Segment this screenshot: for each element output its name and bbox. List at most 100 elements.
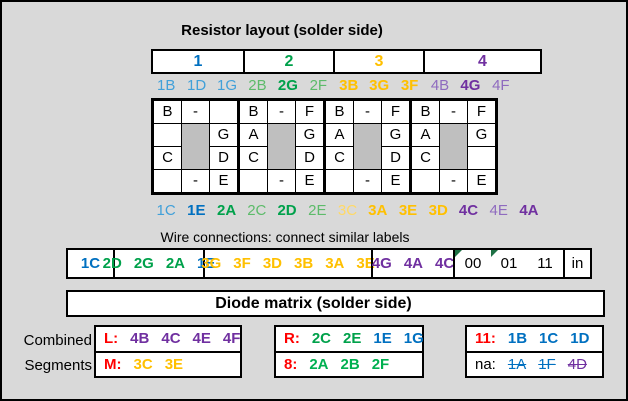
resistor-top-label: 2B xyxy=(248,77,267,94)
diode-row-key: 8: xyxy=(284,355,298,373)
diode-item: 4E xyxy=(192,330,211,348)
grid-cell xyxy=(323,169,354,194)
wire-label: 1E xyxy=(197,255,216,272)
grid-cell: G xyxy=(209,123,239,147)
resistor-top-label: 1D xyxy=(187,77,207,94)
grid-cell: B xyxy=(409,99,440,124)
cell-flag-icon xyxy=(491,250,498,257)
grid-cell: B xyxy=(237,99,268,124)
resistor-top-label: 1B xyxy=(157,77,176,94)
wire-label: 3D xyxy=(262,255,282,272)
wire-label: 4A xyxy=(403,255,424,272)
grid-gray-cell xyxy=(181,123,210,170)
grid-cell: E xyxy=(381,169,411,194)
resistor-top-label: 4F xyxy=(492,77,510,94)
wire-label: 1C xyxy=(80,255,101,272)
diode-item: 4D xyxy=(567,355,587,373)
grid-cell: G xyxy=(381,123,411,147)
digit-group-2: 2 xyxy=(243,51,333,72)
diode-item: 4F xyxy=(222,330,241,348)
grid-cell: - xyxy=(181,99,210,124)
wire-label: 01 xyxy=(491,250,527,277)
row-label-segments: Segments xyxy=(24,357,92,374)
diode-row-key: na: xyxy=(475,355,496,373)
resistor-top-label: 2F xyxy=(309,77,328,94)
diode-item: 4B xyxy=(130,330,150,348)
wire-cell: 1C xyxy=(68,250,113,277)
grid-cell: E xyxy=(295,169,325,194)
wire-label: 3A xyxy=(325,255,345,272)
diode-item: 2E xyxy=(343,330,362,348)
grid-gray-cell xyxy=(267,123,296,170)
wire-label: 2D xyxy=(102,255,122,272)
grid-cell: D xyxy=(209,146,239,170)
grid-cell: G xyxy=(467,123,497,147)
diode-item: 1G xyxy=(403,330,424,348)
diode-item: 1E xyxy=(373,330,392,348)
diode-row-key: M: xyxy=(104,355,122,373)
grid-cell: - xyxy=(439,99,468,124)
resistor-bottom-label: 3C xyxy=(337,202,358,219)
resistor-top-label: 4G xyxy=(460,77,481,94)
diode-title-bar: Diode matrix (solder side) xyxy=(66,290,605,317)
wire-label: 2A xyxy=(165,255,186,272)
grid-cell: A xyxy=(323,123,354,147)
diode-row-key: R: xyxy=(284,330,300,348)
grid-cell: E xyxy=(467,169,497,194)
diode-item: 3C xyxy=(133,355,153,373)
wire-label: 00 xyxy=(455,250,491,277)
resistor-bottom-label: 3D xyxy=(428,202,448,219)
diode-row-key: L: xyxy=(104,330,119,348)
resistor-bottom-label: 4E xyxy=(489,202,508,219)
resistor-bottom-label: 1C xyxy=(156,202,176,219)
grid-cell: B xyxy=(152,99,182,124)
resistor-bottom-label: 1E xyxy=(187,202,206,219)
digit-group-1: 1 xyxy=(193,52,203,70)
diode-item: 1A xyxy=(507,355,527,373)
wire-label: 3G xyxy=(201,255,222,272)
digit-group-4: 4 xyxy=(423,51,540,72)
wire-label: 3F xyxy=(233,255,251,272)
resistor-bottom-label: 4A xyxy=(519,202,539,219)
grid-cell: D xyxy=(381,146,411,170)
diode-item: 1F xyxy=(538,355,556,373)
diode-item: 1B xyxy=(507,330,528,348)
grid-cell: F xyxy=(467,99,497,124)
resistor-bottom-label: 3A xyxy=(368,202,388,219)
diode-row: na: 1A 1F 4D xyxy=(467,350,602,377)
resistor-top-label: 2G xyxy=(277,77,298,94)
resistor-bottom-label: 4C xyxy=(458,202,479,219)
diode-item: 3E xyxy=(164,355,184,373)
grid-cell xyxy=(209,99,239,124)
grid-cell: D xyxy=(295,146,325,170)
grid-cell: A xyxy=(237,123,268,147)
grid-cell xyxy=(237,169,268,194)
resistor-top-label: 3F xyxy=(400,77,419,94)
grid-cell: B xyxy=(323,99,354,124)
wire-caption: Wire connections: connect similar labels xyxy=(160,229,410,245)
diode-item: 2F xyxy=(371,355,390,373)
resistor-bottom-label: 2C xyxy=(247,202,267,219)
diode-row-key: 11: xyxy=(475,330,496,348)
row-label-combined: Combined xyxy=(23,332,92,349)
grid-cell xyxy=(152,169,182,194)
wire-label: in xyxy=(571,255,584,272)
diode-item: 1C xyxy=(539,330,559,348)
wire-cell: in xyxy=(563,250,590,277)
diode-item: 2B xyxy=(340,355,360,373)
